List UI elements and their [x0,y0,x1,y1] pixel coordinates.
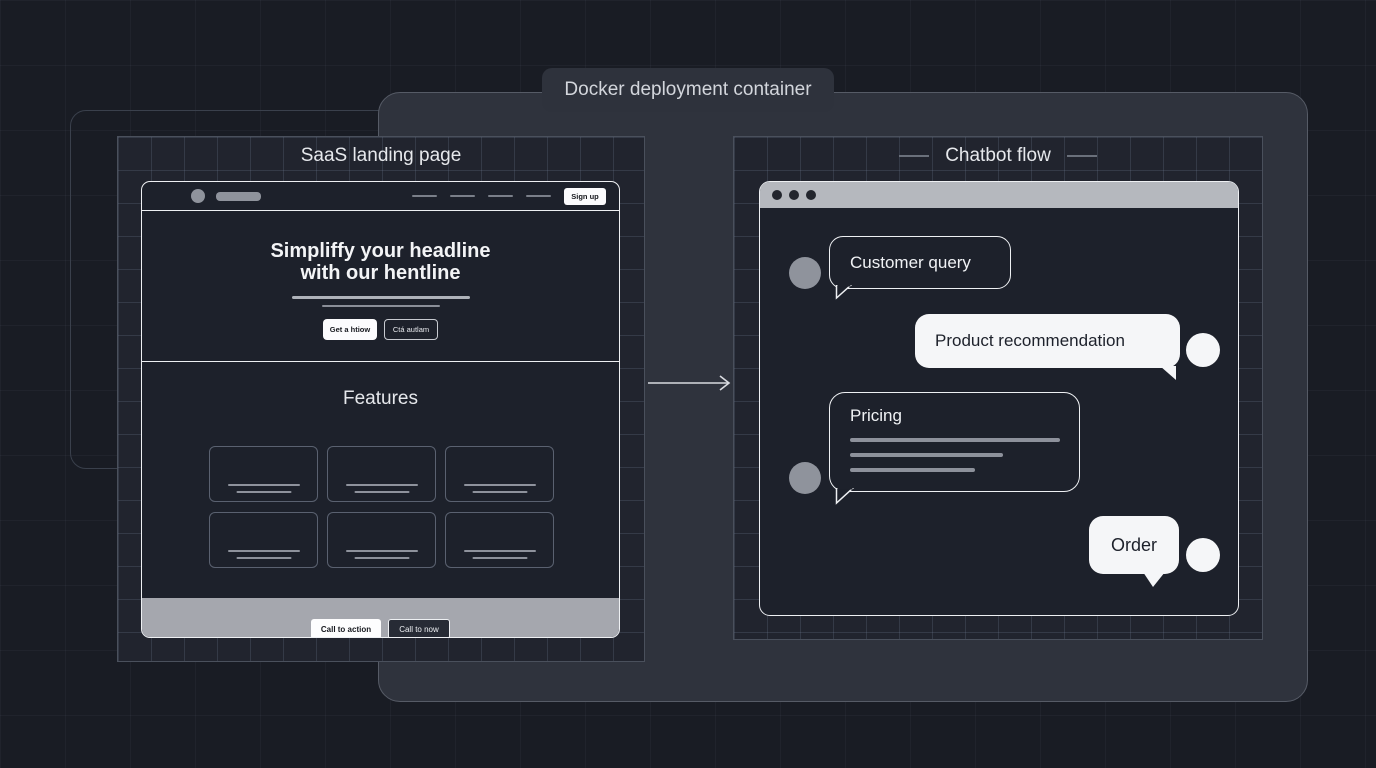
bot-avatar [789,257,821,289]
chat-bubble-product-recommendation[interactable]: Product recommendation [915,314,1180,380]
bubble-tail [1160,366,1176,380]
hero-headline: Simpliffy your headline with our hentlin… [270,240,490,284]
nav-link-placeholder[interactable] [488,194,513,198]
features-section: Features [142,388,619,598]
feature-card [209,446,318,502]
feature-card [209,512,318,568]
chat-bubble-customer-query[interactable]: Customer query [829,236,1011,300]
landing-page-wireframe: Sign up Simpliffy your headline with our… [141,181,620,638]
docker-container-label-text: Docker deployment container [564,79,812,100]
hero-section: Simpliffy your headline with our hentlin… [142,211,619,362]
hero-subtext-placeholder-2 [321,304,440,307]
pricing-text-placeholder-lines [850,438,1060,483]
hero-primary-cta-button[interactable]: Get a htiow [323,319,377,340]
title-dash-right [1066,155,1097,157]
feature-card [445,446,554,502]
hero-subtext-placeholder [291,296,470,299]
window-dot-icon[interactable] [789,190,799,200]
chatbot-panel-title: Chatbot flow [734,145,1262,167]
feature-card [327,446,436,502]
hero-headline-line1: Simpliffy your headline [270,240,491,262]
chatbot-window: Customer query Product recommendation Pr… [759,181,1239,616]
nav-link-placeholder[interactable] [412,194,437,198]
user-avatar [1186,538,1220,572]
nav-link-placeholder[interactable] [450,194,475,198]
message-text: Customer query [850,252,971,272]
nav-link-placeholder[interactable] [526,194,551,198]
features-title: Features [343,388,418,409]
footer-cta-section: Call to action Call to now [142,598,619,637]
bot-avatar [789,462,821,494]
title-dash-left [899,155,930,157]
window-titlebar [760,182,1238,208]
feature-card [327,512,436,568]
saas-landing-panel: SaaS landing page Sign up Simpliffy your… [117,136,645,662]
chatbot-panel-title-text: Chatbot flow [945,145,1051,166]
docker-container-label: Docker deployment container [542,68,834,112]
message-text: Product recommendation [935,331,1125,350]
message-text: Pricing [850,406,902,425]
chat-bubble-pricing[interactable]: Pricing [829,392,1080,505]
bubble-tail [835,285,853,300]
bubble-tail [1143,572,1165,587]
feature-card [445,512,554,568]
window-dot-icon[interactable] [806,190,816,200]
bubble-tail [835,488,855,505]
logo-placeholder [216,191,261,201]
wireframe-navbar: Sign up [142,182,619,211]
feature-cards-grid [209,446,554,568]
chat-bubble-order[interactable]: Order [1089,516,1179,587]
saas-panel-title: SaaS landing page [118,145,644,167]
chatbot-flow-panel: Chatbot flow Customer query Product reco… [733,136,1263,640]
user-avatar [1186,333,1220,367]
footer-secondary-cta-button[interactable]: Call to now [388,619,450,637]
signup-button[interactable]: Sign up [564,187,606,205]
logo-icon [191,189,205,203]
message-text: Order [1110,534,1157,555]
flow-arrow-icon [648,375,731,391]
window-dot-icon[interactable] [772,190,782,200]
footer-primary-cta-button[interactable]: Call to action [311,619,381,637]
saas-panel-title-text: SaaS landing page [300,145,462,166]
hero-secondary-cta-button[interactable]: Ctá autlam [384,319,438,340]
hero-headline-line2: with our hentline [300,262,461,284]
